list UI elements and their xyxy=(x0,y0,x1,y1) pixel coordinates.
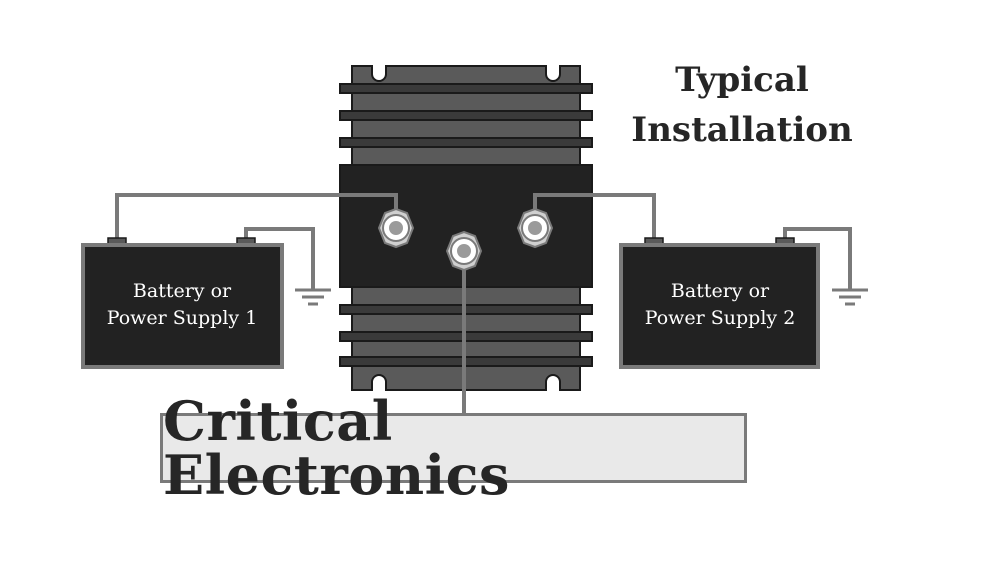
top-fin-gap xyxy=(351,119,581,139)
battery-1-label-line2: Power Supply 1 xyxy=(106,307,258,329)
battery-2-label-line2: Power Supply 2 xyxy=(644,307,796,329)
wire-battery2-positive xyxy=(533,193,656,243)
top-fin xyxy=(339,110,593,121)
battery-1-label-line1: Battery or xyxy=(132,280,232,302)
wiring xyxy=(115,193,852,413)
wire-battery2-ground xyxy=(783,227,852,289)
battery-2-label-line1: Battery or xyxy=(670,280,770,302)
top-fin xyxy=(339,83,593,94)
terminal-stud-icon xyxy=(516,207,554,249)
battery1-body xyxy=(81,243,284,369)
battery-1-label: Battery or Power Supply 1 xyxy=(84,278,280,332)
title-line-1: Typical xyxy=(675,60,809,100)
ground-icon xyxy=(832,288,868,306)
top-fin-gap xyxy=(351,92,581,112)
ground-icon xyxy=(295,288,331,306)
battery-icon xyxy=(619,237,820,369)
terminal-stud-icon xyxy=(377,207,415,249)
battery2-body xyxy=(619,243,820,369)
wire-battery1-positive xyxy=(115,193,398,243)
top-fin xyxy=(339,137,593,148)
battery-2-label: Battery or Power Supply 2 xyxy=(622,278,818,332)
wire-battery1-ground xyxy=(244,227,315,289)
top-mounting-flange xyxy=(351,65,581,85)
terminal-stud-icon xyxy=(445,230,483,272)
title-line-2: Installation xyxy=(631,110,853,150)
battery-icon xyxy=(81,237,284,369)
load-label: Critical Electronics xyxy=(163,389,510,507)
top-fin-gap xyxy=(351,146,581,166)
load-label-box: Critical Electronics xyxy=(160,394,747,502)
